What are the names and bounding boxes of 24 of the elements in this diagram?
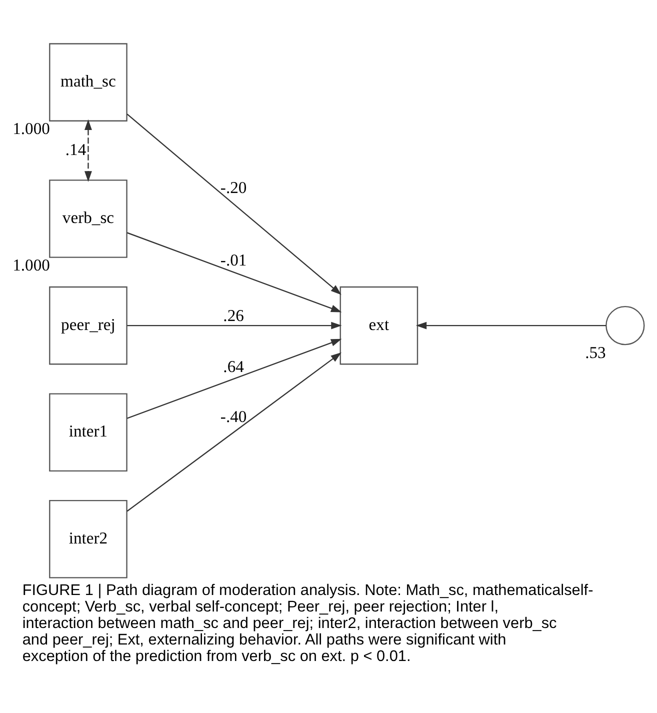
arrow: [126, 232, 342, 312]
arrow: [126, 352, 342, 512]
node-label: .53: [585, 342, 606, 362]
edge-label: -.40: [220, 406, 247, 426]
arrow: [127, 321, 342, 329]
arrow: [84, 118, 92, 182]
node-label: 1.000: [12, 255, 50, 274]
node-label: 1.000: [12, 118, 50, 138]
node-box: math_sc: [49, 42, 128, 121]
edge-label: -.20: [220, 177, 247, 196]
arrow: [416, 321, 606, 329]
node-box: ext: [340, 286, 418, 364]
arrow: [126, 113, 342, 294]
node-box: inter2: [49, 499, 128, 578]
edge-label: .14: [65, 139, 86, 158]
edge-label: .26: [223, 306, 244, 325]
edge-label: -.01: [220, 250, 247, 269]
node-box: inter1: [49, 392, 128, 471]
node-box: peer_rej: [49, 286, 128, 364]
edge-label: .64: [223, 356, 244, 376]
node-box: verb_sc: [49, 179, 128, 258]
caption: FIGURE 1 | Path diagram of moderation analysis. Note: Math_sc, mathematicalself-concept; Verb_sc, verbal self-concept; Peer_rej, peer rejection; Inter l, interaction between math_sc and peer_rej; inter2, interaction between verb_sc and peer_rej; Ext, externalizing behavior. All paths were significant with exception of the prediction from verb_sc on ext. p < 0.01.: [22, 581, 594, 665]
arrow: [126, 338, 342, 418]
node-circle: [606, 305, 645, 345]
